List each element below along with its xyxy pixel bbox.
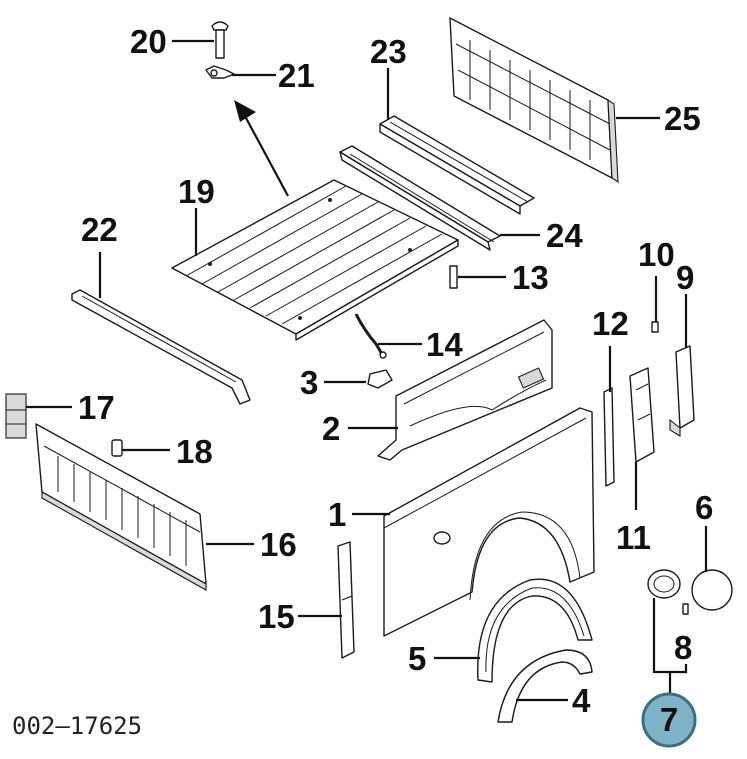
part-22-side-rail[interactable]	[71, 289, 251, 405]
part-18-plug[interactable]	[111, 439, 123, 457]
callout-17: 17	[78, 389, 115, 426]
callout-24: 24	[546, 217, 583, 254]
part-12-pillar[interactable]	[603, 387, 615, 487]
part-1-bed-side[interactable]	[383, 407, 595, 637]
part-21-clip[interactable]	[205, 65, 235, 79]
callout-20: 20	[130, 23, 167, 60]
callout-21: 21	[278, 57, 315, 94]
callout-12: 12	[592, 305, 629, 342]
part-10-clip[interactable]	[651, 321, 659, 333]
figure-reference-number: 002–17625	[12, 712, 142, 740]
part-14-cable[interactable]	[354, 313, 387, 359]
part-13-pin[interactable]	[449, 265, 458, 289]
callout-16: 16	[260, 526, 297, 563]
part-19-bed-floor[interactable]	[171, 179, 459, 341]
part-17-label[interactable]	[5, 393, 27, 439]
part-5-wheel-liner[interactable]	[477, 578, 593, 683]
callout-13: 13	[512, 259, 549, 296]
part-20-bolt[interactable]	[211, 21, 229, 59]
part-9-stake-pocket[interactable]	[669, 345, 695, 437]
callout-10: 10	[638, 236, 675, 273]
part-6-fuel-door[interactable]	[691, 569, 733, 611]
callout-15: 15	[258, 598, 295, 635]
part-23-crossmember[interactable]	[379, 115, 535, 215]
callout-25: 25	[664, 100, 701, 137]
callout-7: 7	[660, 701, 678, 738]
callout-7-badge[interactable]: 7	[641, 692, 697, 748]
part-7-fuel-filler-housing[interactable]	[647, 569, 681, 599]
part-8-screw[interactable]	[682, 603, 689, 615]
callout-19: 19	[178, 173, 215, 210]
callout-4: 4	[572, 682, 591, 719]
callout-1: 1	[328, 496, 346, 533]
callout-5: 5	[408, 640, 426, 677]
part-16-tailgate[interactable]	[35, 423, 207, 591]
part-25-front-panel[interactable]	[449, 17, 619, 184]
part-2-inner-panel[interactable]	[377, 319, 553, 461]
callout-3: 3	[300, 364, 318, 401]
callout-8: 8	[674, 629, 692, 666]
part-4-molding[interactable]	[497, 649, 593, 723]
callout-6: 6	[695, 489, 713, 526]
callout-18: 18	[176, 433, 213, 470]
callout-14: 14	[426, 326, 463, 363]
callout-9: 9	[676, 259, 694, 296]
part-11-rear-pillar[interactable]	[629, 367, 655, 463]
callout-22: 22	[81, 211, 118, 248]
callout-2: 2	[322, 410, 340, 447]
part-3-bracket[interactable]	[367, 369, 393, 389]
callout-23: 23	[370, 33, 407, 70]
direction-arrow	[234, 100, 289, 197]
part-15-pillar[interactable]	[337, 541, 355, 659]
callout-11: 11	[616, 519, 651, 556]
